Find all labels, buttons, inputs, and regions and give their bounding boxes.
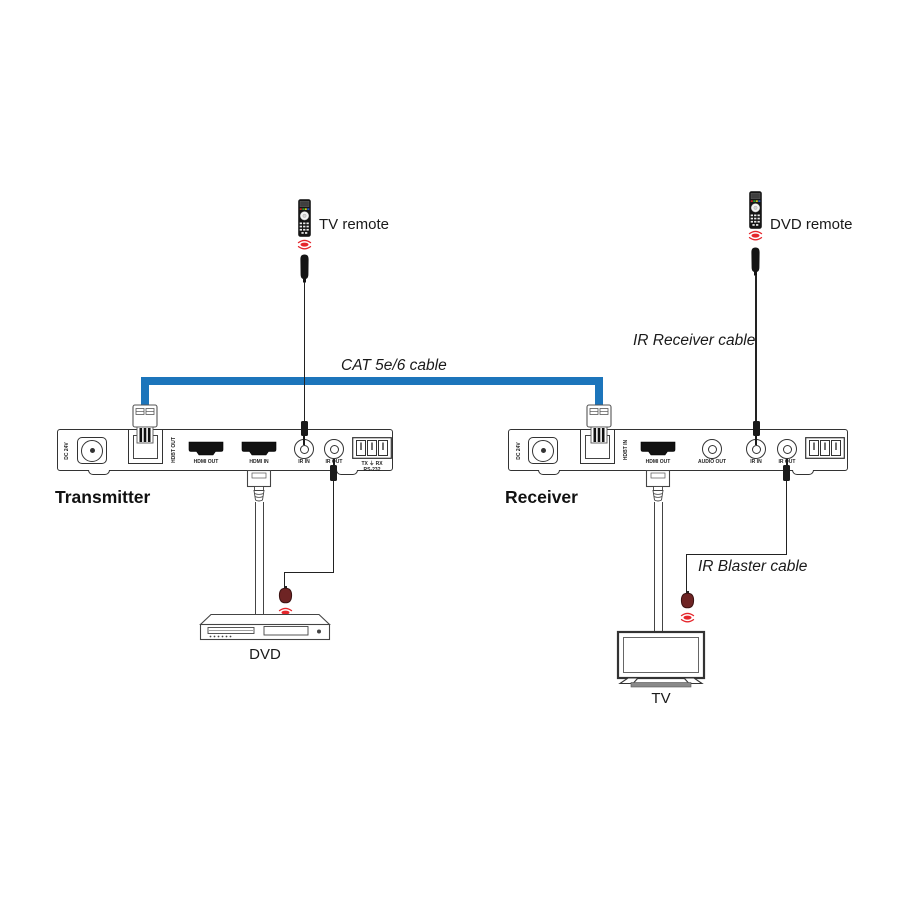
tx-rj45-plug-icon (132, 404, 158, 444)
rx-ir-in-label: IR IN (750, 459, 762, 465)
tx-dc-label: DC 24V (64, 442, 70, 460)
rx-ir-out-plug-tip (785, 459, 789, 466)
rx-hdbt-label: HDBT IN (623, 439, 629, 461)
rx-ir-in-jack-hole (751, 444, 761, 454)
rx-ir-in-plug (752, 421, 760, 436)
tv-remote-ir-waves-icon (297, 239, 312, 250)
rx-hdmi-out-label: HDMI OUT (645, 459, 671, 465)
rx-ir-in-plug-tip (754, 436, 758, 445)
rx-hdmi-cable-connector-icon (645, 470, 671, 502)
receiver-foot-right (792, 470, 814, 475)
tv-remote-icon (298, 199, 311, 237)
cat-cable-left-drop (141, 377, 149, 407)
tx-hdmi-out-port (188, 441, 224, 456)
receiver-title: Receiver (505, 487, 578, 507)
dvd-label: DVD (249, 646, 281, 663)
rx-dc-label: DC 24V (516, 442, 522, 460)
tx-hdmi-out-label: HDMI OUT (193, 459, 219, 465)
rx-audio-out-jack-hole (707, 444, 717, 454)
tx-blaster-wire-v1 (333, 481, 335, 573)
cat-cable-right-drop (594, 377, 603, 407)
tx-hdbt-label: HDBT OUT (171, 437, 177, 463)
tx-rs232-label: RS-232 (363, 467, 381, 473)
rx-ir-out-jack-hole (782, 444, 792, 454)
tx-ir-in-jack-hole (299, 444, 309, 454)
rx-blaster-wire-v1 (786, 481, 788, 555)
tx-hdmi-in-label: HDMI IN (249, 459, 269, 465)
ir-receiver-cable-label: IR Receiver cable (633, 332, 756, 349)
tx-ir-out-plug (330, 465, 337, 481)
rx-hdmi-cable (653, 502, 663, 633)
tx-ir-out-plug-tip (332, 459, 336, 466)
cat-cable-label: CAT 5e/6 cable (341, 357, 447, 374)
tx-hdmi-in-port (241, 441, 277, 456)
tx-ir-in-plug (300, 421, 308, 436)
dvd-remote-ir-waves-icon (748, 230, 763, 241)
rx-dc-jack-pin (540, 448, 546, 453)
tx-ir-blaster-icon (278, 586, 292, 604)
rx-ir-out-plug (783, 465, 790, 481)
rx-audio-out-label: AUDIO OUT (697, 459, 727, 465)
rx-ir-blaster-icon (680, 591, 694, 609)
receiver-foot-left (538, 470, 560, 475)
tx-hdmi-cable-connector-icon (246, 470, 272, 502)
rx-blaster-wire-v2 (686, 554, 688, 593)
tx-ir-receiver-head-icon (300, 254, 309, 283)
ir-blaster-cable-label: IR Blaster cable (698, 558, 808, 575)
tv-label: TV (651, 690, 671, 707)
rx-rj45-plug-icon (585, 404, 612, 444)
tx-blaster-wire-h (284, 572, 335, 574)
tv-icon (616, 630, 706, 688)
tx-ir-in-label: IR IN (298, 459, 310, 465)
tx-blaster-wire-v2 (284, 572, 286, 588)
transmitter-title: Transmitter (55, 487, 151, 507)
transmitter-foot-left (88, 470, 110, 475)
rx-hdmi-out-port (640, 441, 676, 456)
dvd-player-icon (199, 613, 331, 641)
rx-rs232-terminal (805, 437, 845, 459)
dvd-remote-label: DVD remote (770, 216, 853, 233)
tv-remote-label: TV remote (319, 216, 390, 233)
rx-ir-blaster-waves-icon (680, 612, 694, 623)
tx-rs232-terminal (352, 437, 392, 459)
cat-cable-horizontal (141, 377, 602, 385)
dvd-remote-icon (749, 191, 762, 229)
rx-blaster-wire-h (686, 554, 788, 556)
tx-rs232-pins-label: TX ⏚ RX (361, 461, 383, 467)
rx-ir-receiver-head-icon (751, 247, 760, 276)
tx-dc-jack-pin (89, 448, 95, 453)
tx-ir-receiver-wire (304, 282, 306, 421)
tx-ir-out-jack-hole (329, 444, 339, 454)
rx-ir-receiver-wire (755, 275, 757, 421)
tx-hdmi-cable (254, 502, 264, 615)
tx-ir-in-plug-tip (302, 436, 306, 445)
